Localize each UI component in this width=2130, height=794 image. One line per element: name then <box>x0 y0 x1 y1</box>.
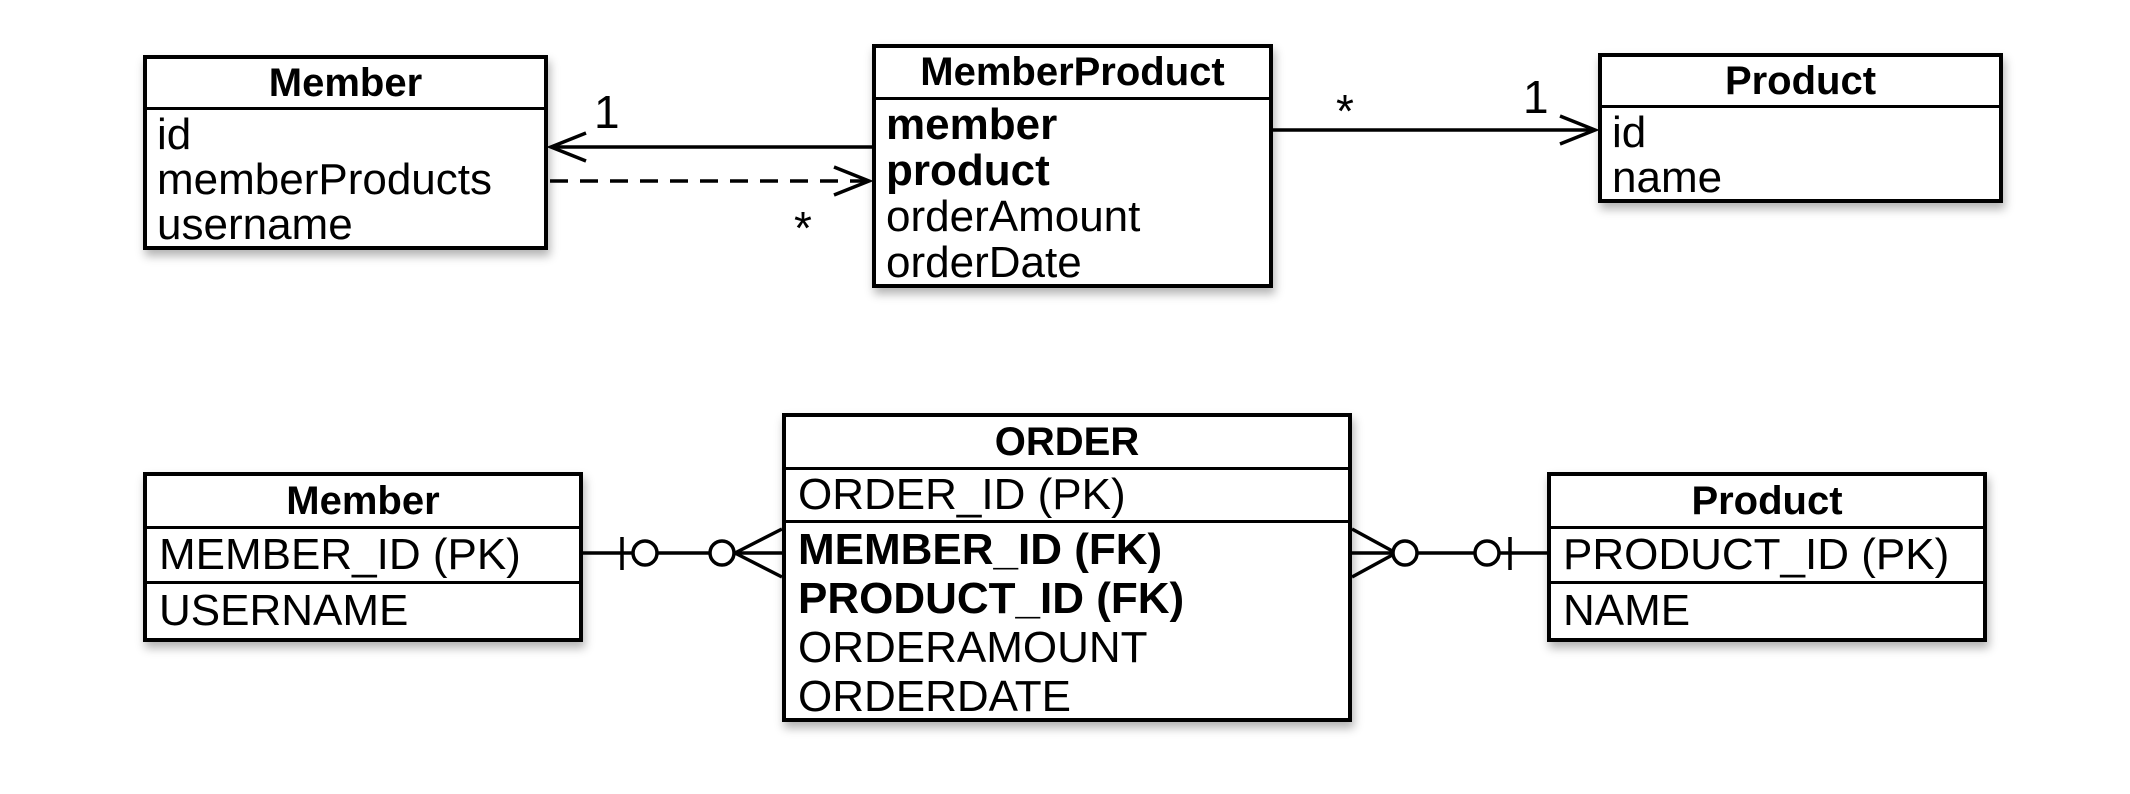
erd-table-member: Member MEMBER_ID (PK) USERNAME <box>143 472 583 642</box>
erd-column-username: USERNAME <box>159 586 409 635</box>
uml-class-member-attributes: id memberProducts username <box>147 110 544 247</box>
uml-attribute-memberproducts: memberProducts <box>157 155 493 204</box>
uml-class-member-title: Member <box>147 59 544 110</box>
uml-attribute-product-name: name <box>1612 153 1723 202</box>
erd-table-product: Product PRODUCT_ID (PK) NAME <box>1547 472 1987 642</box>
erd-table-product-title: Product <box>1551 476 1983 529</box>
multiplicity-label-many: * <box>794 202 812 254</box>
uml-class-memberproduct-attributes: member product orderAmount orderDate <box>876 100 1269 286</box>
uml-attribute-username: username <box>157 200 353 249</box>
erd-column-order-id-pk: ORDER_ID (PK) <box>786 470 1348 523</box>
uml-class-memberproduct: MemberProduct member product orderAmount… <box>872 44 1273 288</box>
zero-circle-icon <box>631 539 659 567</box>
erd-column-member-id-fk: MEMBER_ID (FK) <box>798 525 1163 574</box>
crows-foot-many-icon <box>1351 527 1397 579</box>
multiplicity-label-one: 1 <box>594 86 620 138</box>
uml-class-memberproduct-title: MemberProduct <box>876 48 1269 100</box>
multiplicity-label-one: 1 <box>1523 71 1549 123</box>
erd-table-order-title: ORDER <box>786 417 1348 470</box>
uml-attribute-orderamount: orderAmount <box>886 192 1141 241</box>
erd-table-order: ORDER ORDER_ID (PK) MEMBER_ID (FK) PRODU… <box>782 413 1352 722</box>
zero-circle-icon <box>708 539 736 567</box>
uml-class-member: Member id memberProducts username <box>143 55 548 250</box>
crows-foot-many-icon <box>734 527 783 579</box>
open-arrowhead-icon <box>1559 114 1600 146</box>
erd-relation-member-order <box>583 527 783 579</box>
erd-table-order-body: MEMBER_ID (FK) PRODUCT_ID (FK) ORDERAMOU… <box>786 523 1348 721</box>
uml-attribute-member: member <box>886 100 1058 149</box>
open-arrowhead-icon <box>546 131 587 163</box>
uml-attribute-orderdate: orderDate <box>886 238 1082 287</box>
uml-attribute-id: id <box>157 110 192 159</box>
erd-table-member-title: Member <box>147 476 579 529</box>
zero-circle-icon <box>1473 539 1501 567</box>
uml-class-product: Product id name <box>1598 53 2003 203</box>
uml-class-product-title: Product <box>1602 57 1999 108</box>
erd-column-orderdate: ORDERDATE <box>798 672 1071 721</box>
erd-relation-order-product <box>1351 527 1547 579</box>
uml-attribute-product-id: id <box>1612 108 1647 157</box>
uml-attribute-product: product <box>886 146 1050 195</box>
uml-dependency-member-to-memberproduct <box>550 165 874 197</box>
uml-class-product-attributes: id name <box>1602 108 1999 200</box>
erd-column-product-id-pk: PRODUCT_ID (PK) <box>1551 529 1983 584</box>
erd-column-product-id-fk: PRODUCT_ID (FK) <box>798 574 1185 623</box>
zero-circle-icon <box>1391 539 1419 567</box>
erd-column-name: NAME <box>1563 586 1691 635</box>
multiplicity-label-many: * <box>1336 85 1354 137</box>
erd-column-member-id-pk: MEMBER_ID (PK) <box>147 529 579 584</box>
erd-column-orderamount: ORDERAMOUNT <box>798 623 1148 672</box>
open-arrowhead-icon <box>833 165 874 197</box>
